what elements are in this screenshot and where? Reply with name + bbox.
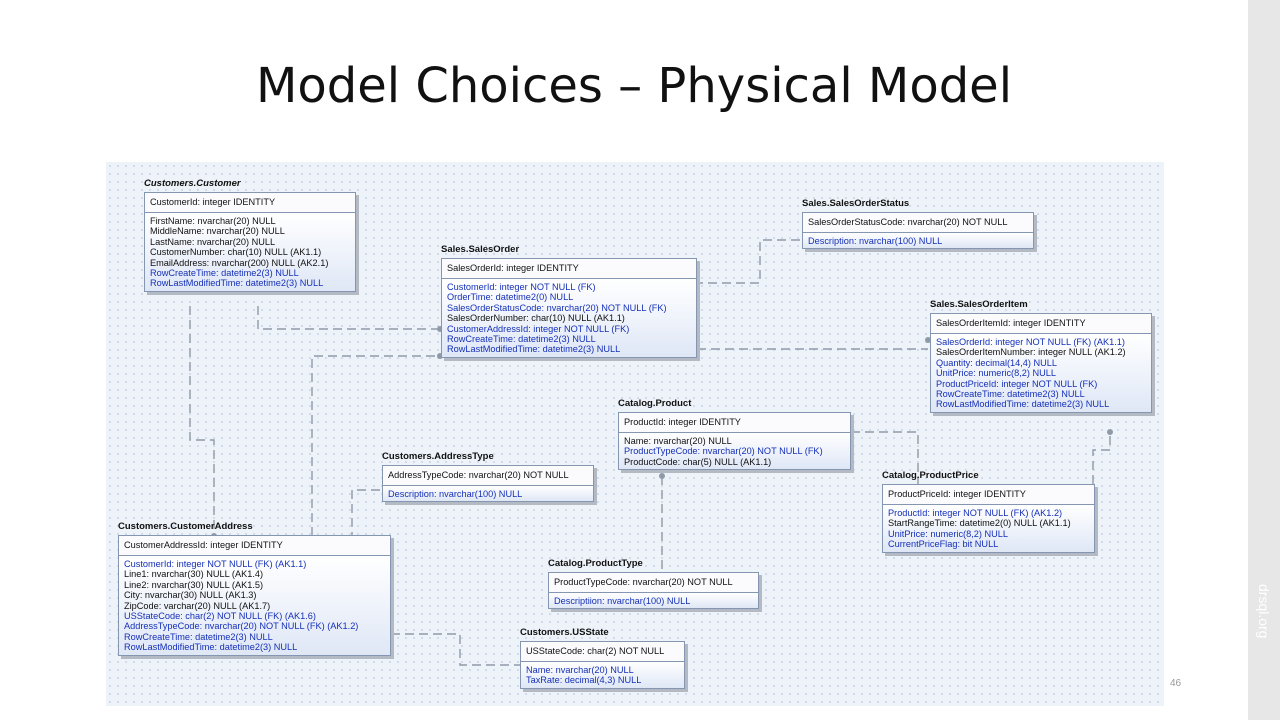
attribute: CustomerNumber: char(10) NULL (AK1.1) (150, 247, 322, 258)
side-bar (1248, 0, 1280, 720)
entity-name: Customers.AddressType (382, 451, 494, 462)
attribute-list: ProductId: integer NOT NULL (FK) (AK1.2)… (883, 505, 1094, 552)
entity-name: Catalog.ProductType (548, 558, 643, 569)
attribute: RowCreateTime: datetime2(3) NULL (936, 388, 1085, 399)
attribute: LastName: nvarchar(20) NULL (150, 236, 276, 247)
attribute: RowLastModifiedTime: datetime2(3) NULL (936, 399, 1110, 410)
attribute: SalesOrderItemNumber: integer NULL (AK1.… (936, 347, 1126, 358)
attribute: ProductTypeCode: nvarchar(20) NOT NULL (… (624, 446, 823, 457)
primary-key: ProductPriceId: integer IDENTITY (883, 485, 1094, 505)
attribute: SalesOrderId: integer NOT NULL (FK) (AK1… (936, 337, 1125, 347)
attribute: StartRangeTime: datetime2(0) NULL (AK1.1… (888, 518, 1071, 529)
attribute-list: CustomerId: integer NOT NULL (FK) OrderT… (442, 279, 696, 357)
entity-name: Sales.SalesOrder (441, 244, 520, 255)
attribute: SalesOrderStatusCode: nvarchar(20) NOT N… (447, 302, 667, 313)
primary-key: ProductTypeCode: nvarchar(20) NOT NULL (549, 573, 758, 593)
attribute: OrderTime: datetime2(0) NULL (447, 292, 574, 303)
entity-box: USStateCode: char(2) NOT NULL Name: nvar… (520, 641, 685, 689)
attribute: ZipCode: varchar(20) NULL (AK1.7) (124, 600, 271, 611)
entity-name: Catalog.ProductPrice (882, 470, 979, 481)
attribute: CustomerAddressId: integer NOT NULL (FK) (447, 323, 630, 334)
attribute: FirstName: nvarchar(20) NULL (150, 216, 276, 226)
primary-key: CustomerAddressId: integer IDENTITY (119, 536, 390, 556)
entity-box: ProductTypeCode: nvarchar(20) NOT NULL D… (548, 572, 759, 610)
attribute: Description: nvarchar(100) NULL (808, 236, 943, 246)
attribute: City: nvarchar(30) NULL (AK1.3) (124, 590, 257, 601)
attribute: Quantity: decimal(14,4) NULL (936, 357, 1058, 368)
entity-box: ProductPriceId: integer IDENTITY Product… (882, 484, 1095, 553)
attribute: EmailAddress: nvarchar(200) NULL (AK2.1) (150, 257, 329, 268)
entity-name: Customers.Customer (144, 178, 241, 189)
attribute: MiddleName: nvarchar(20) NULL (150, 226, 285, 237)
attribute-list: Name: nvarchar(20) NULL ProductTypeCode:… (619, 433, 850, 470)
attribute: Descriptiion: nvarchar(100) NULL (554, 596, 691, 606)
primary-key: CustomerId: integer IDENTITY (145, 193, 355, 213)
primary-key: USStateCode: char(2) NOT NULL (521, 642, 684, 662)
attribute: Name: nvarchar(20) NULL (624, 436, 732, 446)
entity-name: Catalog.Product (618, 398, 692, 409)
attribute: Line1: nvarchar(30) NULL (AK1.4) (124, 569, 264, 580)
primary-key: SalesOrderItemId: integer IDENTITY (931, 314, 1151, 334)
attribute: USStateCode: char(2) NOT NULL (FK) (AK1.… (124, 610, 316, 621)
primary-key: SalesOrderId: integer IDENTITY (442, 259, 696, 279)
attribute-list: Description: nvarchar(100) NULL (383, 486, 593, 502)
attribute: Line2: nvarchar(30) NULL (AK1.5) (124, 579, 264, 590)
entity-name: Customers.USState (520, 627, 609, 638)
attribute: Description: nvarchar(100) NULL (388, 489, 523, 499)
entity-box: AddressTypeCode: nvarchar(20) NOT NULL D… (382, 465, 594, 503)
attribute: RowCreateTime: datetime2(3) NULL (124, 631, 273, 642)
page-number: 46 (1170, 678, 1182, 689)
entity-box: CustomerId: integer IDENTITY FirstName: … (144, 192, 356, 292)
entity-box: ProductId: integer IDENTITY Name: nvarch… (618, 412, 851, 471)
attribute: RowCreateTime: datetime2(3) NULL (447, 333, 596, 344)
entity-name: Sales.SalesOrderItem (930, 299, 1028, 310)
primary-key: AddressTypeCode: nvarchar(20) NOT NULL (383, 466, 593, 486)
primary-key: ProductId: integer IDENTITY (619, 413, 850, 433)
entity-box: SalesOrderStatusCode: nvarchar(20) NOT N… (802, 212, 1034, 250)
attribute-list: Descriptiion: nvarchar(100) NULL (549, 593, 758, 609)
attribute: Name: nvarchar(20) NULL (526, 665, 634, 675)
page-title: Model Choices – Physical Model (255, 58, 1013, 114)
attribute: TaxRate: decimal(4,3) NULL (526, 675, 642, 686)
attribute-list: Name: nvarchar(20) NULL TaxRate: decimal… (521, 662, 684, 688)
attribute: RowLastModifiedTime: datetime2(3) NULL (150, 278, 324, 289)
entity-box: SalesOrderId: integer IDENTITY CustomerI… (441, 258, 697, 358)
attribute-list: Description: nvarchar(100) NULL (803, 233, 1033, 249)
attribute: CurrentPriceFlag: bit NULL (888, 539, 999, 550)
attribute: RowCreateTime: datetime2(3) NULL (150, 267, 299, 278)
attribute-list: SalesOrderId: integer NOT NULL (FK) (AK1… (931, 334, 1151, 412)
attribute: ProductId: integer NOT NULL (FK) (AK1.2) (888, 508, 1063, 518)
attribute: RowLastModifiedTime: datetime2(3) NULL (124, 642, 298, 653)
attribute: ProductPriceId: integer NOT NULL (FK) (936, 378, 1098, 389)
entity-name: Customers.CustomerAddress (118, 521, 253, 532)
attribute: CustomerId: integer NOT NULL (FK) (447, 282, 596, 292)
attribute: ProductCode: char(5) NULL (AK1.1) (624, 456, 772, 467)
attribute: UnitPrice: numeric(8,2) NULL (936, 368, 1056, 379)
attribute: RowLastModifiedTime: datetime2(3) NULL (447, 344, 621, 355)
attribute-list: CustomerId: integer NOT NULL (FK) (AK1.1… (119, 556, 390, 655)
attribute: AddressTypeCode: nvarchar(20) NOT NULL (… (124, 621, 359, 632)
attribute: SalesOrderNumber: char(10) NULL (AK1.1) (447, 313, 625, 324)
entity-box: SalesOrderItemId: integer IDENTITY Sales… (930, 313, 1152, 413)
primary-key: SalesOrderStatusCode: nvarchar(20) NOT N… (803, 213, 1033, 233)
entity-name: Sales.SalesOrderStatus (802, 198, 910, 209)
attribute: CustomerId: integer NOT NULL (FK) (AK1.1… (124, 559, 307, 569)
attribute-list: FirstName: nvarchar(20) NULL MiddleName:… (145, 213, 355, 291)
entity-box: CustomerAddressId: integer IDENTITY Cust… (118, 535, 391, 656)
side-watermark: drsql.org (1256, 584, 1272, 639)
attribute: UnitPrice: numeric(8,2) NULL (888, 528, 1008, 539)
